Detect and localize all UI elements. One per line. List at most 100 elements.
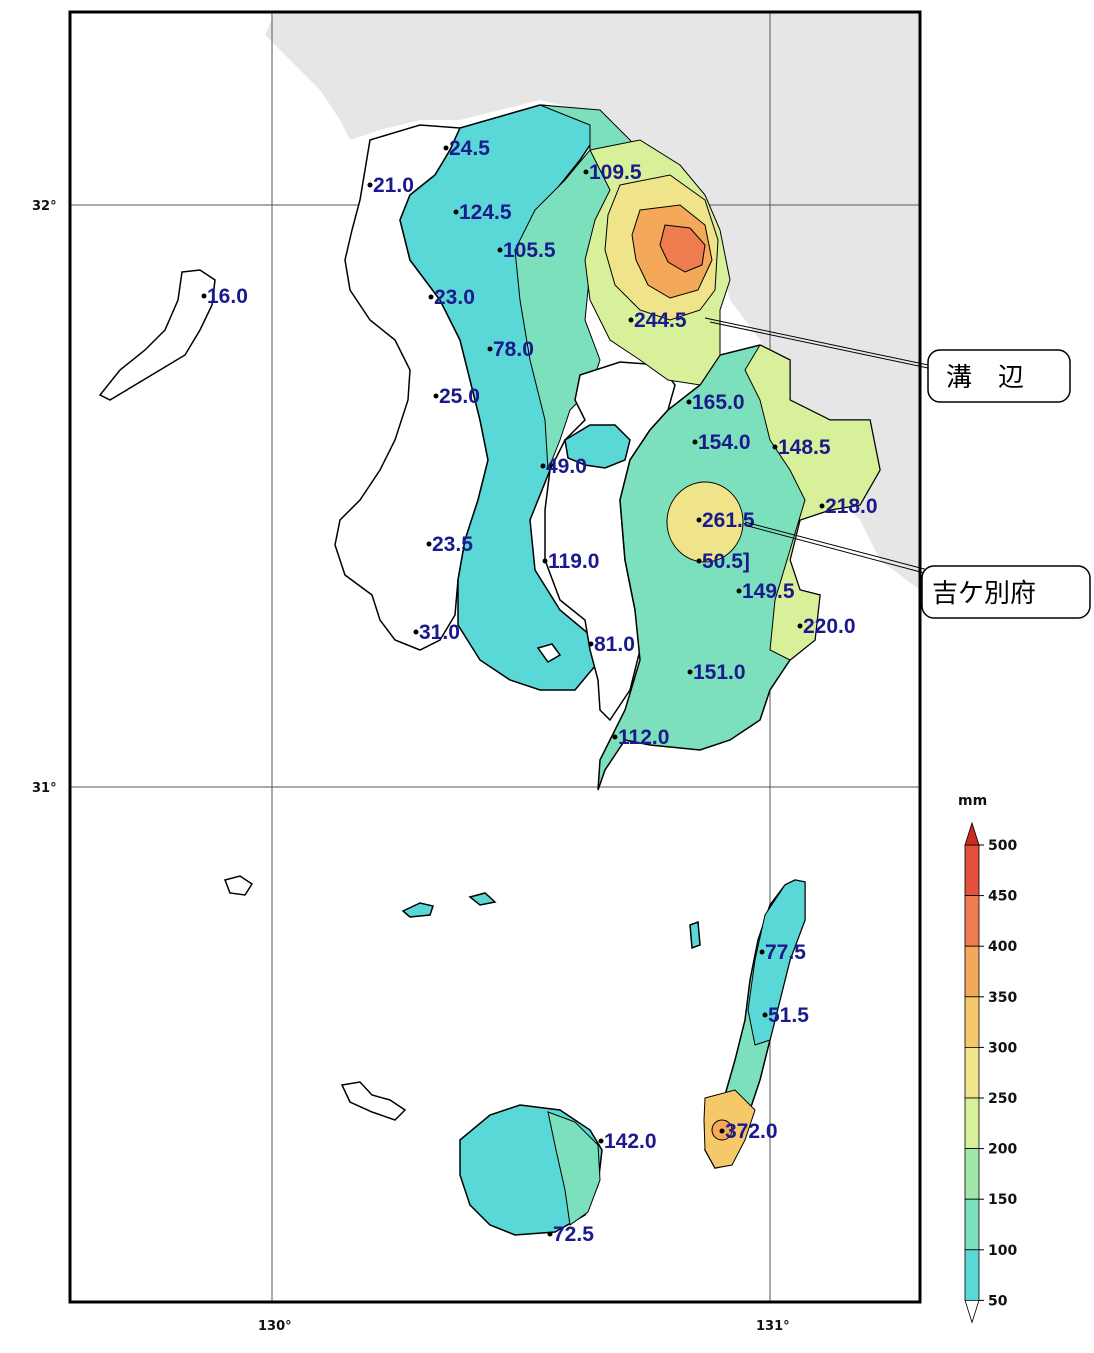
station-10: 165.0	[686, 391, 745, 414]
station-value: 81.0	[594, 633, 635, 656]
station-dot	[762, 1012, 768, 1018]
station-value: 21.0	[373, 174, 414, 197]
station-dot	[797, 623, 803, 629]
islet-kuchinoerabu	[340, 1081, 407, 1121]
lat-label-31: 31°	[32, 781, 57, 796]
legend-tick-label: 250	[988, 1091, 1017, 1107]
station-dot	[367, 182, 373, 188]
station-5: 16.0	[201, 285, 248, 308]
legend-tick-label: 450	[988, 889, 1017, 905]
station-dot	[819, 503, 825, 509]
station-dot	[583, 169, 589, 175]
station-value: 24.5	[449, 137, 490, 160]
legend-band-c300_350	[964, 996, 980, 1048]
callout-yoshigabeppu-box	[921, 565, 1091, 619]
station-value: 244.5	[634, 309, 687, 332]
legend-tick-label: 300	[988, 1040, 1017, 1056]
station-dot	[453, 209, 459, 215]
legend-unit: mm	[958, 793, 987, 809]
station-12: 148.5	[772, 436, 831, 459]
station-28: 142.0	[598, 1130, 657, 1153]
station-value: 142.0	[604, 1130, 657, 1153]
map-frame	[68, 10, 922, 1304]
islet-1	[401, 902, 434, 918]
station-2: 109.5	[583, 161, 642, 184]
station-6: 23.0	[428, 286, 475, 309]
station-16: 23.5	[426, 533, 473, 556]
callout-yoshigabeppu-label: 吉ケ別府	[932, 579, 1036, 609]
station-value: 119.0	[548, 550, 599, 573]
callout-leader-mizobe-2	[709, 321, 929, 369]
station-dot	[692, 439, 698, 445]
legend-band-c350_400	[964, 945, 980, 998]
station-dot	[588, 641, 594, 647]
callout-leader-mizobe-1	[704, 317, 929, 366]
station-3: 124.5	[453, 201, 512, 224]
legend-min-arrow	[964, 1300, 980, 1324]
station-dot	[201, 293, 207, 299]
callout-leader-yoshigabeppu-1	[744, 521, 929, 571]
callout-mizobe: 溝 辺	[927, 349, 1071, 403]
station-value: 154.0	[698, 431, 751, 454]
station-dot	[696, 558, 702, 564]
station-17: 119.0	[542, 550, 599, 573]
station-value: 16.0	[207, 285, 248, 308]
station-1: 21.0	[367, 174, 414, 197]
legend-tick-label: 200	[988, 1142, 1017, 1158]
lon-label-130: 130°	[258, 1319, 292, 1334]
legend-bar	[964, 821, 980, 1324]
outside-land-north	[265, 12, 920, 590]
legend-max-arrow	[964, 821, 980, 846]
station-value: 149.5	[742, 580, 795, 603]
islet-koshiki	[98, 269, 216, 401]
station-value: 78.0	[493, 338, 534, 361]
station-value: 72.5	[553, 1223, 594, 1246]
station-dot	[547, 1231, 553, 1237]
osumi-yellowgreen-zone	[744, 344, 881, 661]
station-29: 72.5	[547, 1223, 594, 1246]
station-7: 244.5	[628, 309, 687, 332]
yoshigabeppu-yellow-zone	[666, 481, 744, 563]
station-value: 112.0	[618, 726, 669, 749]
map-area: 32° 31° 130° 131°	[32, 10, 922, 1334]
station-dot	[443, 145, 449, 151]
station-8: 78.0	[487, 338, 534, 361]
callout-leaders	[704, 317, 929, 575]
station-dot	[598, 1138, 604, 1144]
lat-label-32: 32°	[32, 199, 57, 214]
station-value: 165.0	[692, 391, 745, 414]
stations-layer: 24.5 21.0 109.5 124.5 105.5 16.0 23.0 244.5 78.0…	[201, 137, 878, 1246]
station-value: 51.5	[768, 1004, 809, 1027]
legend-band-c100_150	[964, 1198, 980, 1251]
islet-2	[468, 892, 497, 906]
station-value: 124.5	[459, 201, 512, 224]
station-value: 261.5	[702, 509, 755, 532]
station-dot	[540, 463, 546, 469]
callout-leader-yoshigabeppu-2	[747, 525, 929, 575]
station-4: 105.5	[497, 239, 556, 262]
station-dot	[736, 588, 742, 594]
legend-tick-label: 50	[988, 1293, 1008, 1309]
station-dot	[628, 317, 634, 323]
station-dot	[612, 734, 618, 740]
station-value: 50.5]	[702, 550, 750, 573]
lon-label-131: 131°	[756, 1319, 790, 1334]
station-value: 109.5	[589, 161, 642, 184]
station-value: 105.5	[503, 239, 556, 262]
legend-band-c400_450	[964, 895, 980, 947]
station-dot	[759, 949, 765, 955]
islet-3	[689, 920, 701, 950]
station-value: 148.5	[778, 436, 831, 459]
station-19: 149.5	[736, 580, 795, 603]
station-11: 154.0	[692, 431, 751, 454]
station-23: 151.0	[687, 661, 746, 684]
sakurajima	[564, 424, 631, 469]
callout-yoshigabeppu: 吉ケ別府	[921, 565, 1091, 619]
station-value: 23.5	[432, 533, 473, 556]
station-value: 31.0	[419, 621, 460, 644]
tanegashima-cyan-zone	[747, 879, 806, 1046]
station-dot	[719, 1128, 725, 1134]
